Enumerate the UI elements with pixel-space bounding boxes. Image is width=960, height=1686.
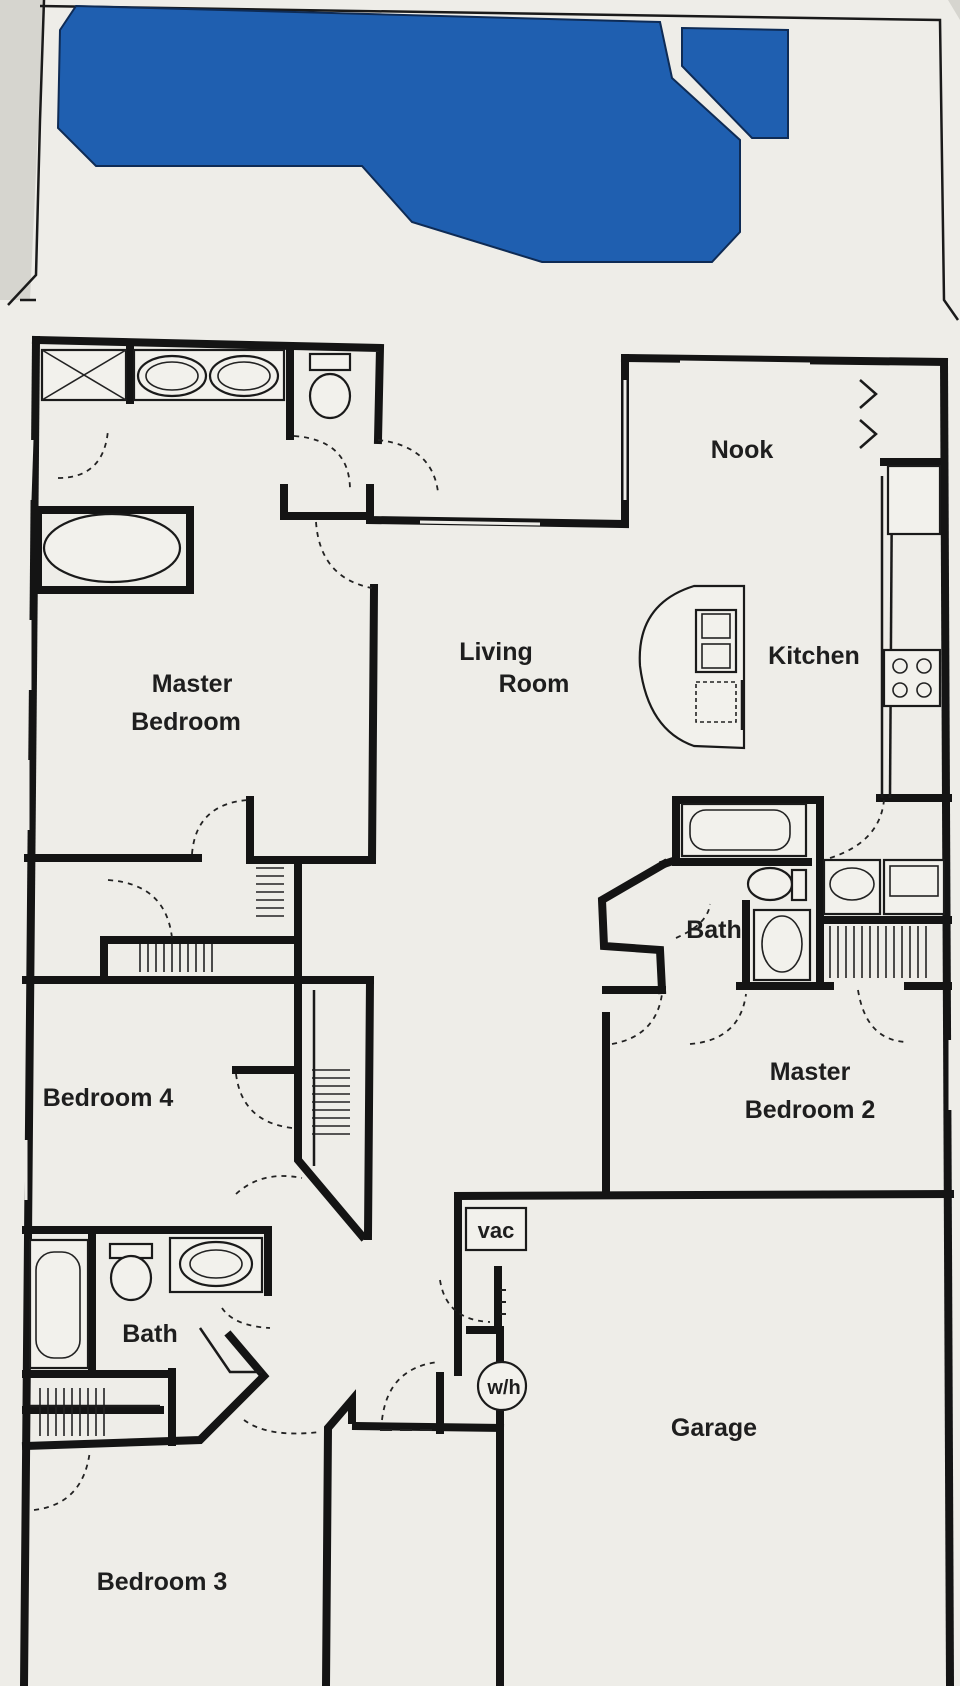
label-living-room-line1: Living: [459, 638, 533, 666]
label-garage: Garage: [671, 1414, 757, 1442]
spa: [681, 26, 789, 139]
label-bath-right: Bath: [686, 916, 742, 944]
kitchen-island: [638, 584, 746, 750]
water-heater-symbol: [476, 1360, 528, 1412]
windows: [24, 360, 952, 1200]
label-vac: vac: [478, 1218, 515, 1243]
bathtub-right: [680, 802, 808, 858]
label-living-room-line2: Room: [499, 670, 570, 698]
label-bath-left: Bath: [122, 1320, 178, 1348]
label-bedroom4: Bedroom 4: [43, 1084, 174, 1112]
vac-box: [464, 1206, 528, 1252]
bathtub-left: [28, 1238, 90, 1370]
washer-dryer: [822, 858, 946, 916]
label-master-bedroom-line2: Bedroom: [131, 708, 241, 736]
pool-main-basin: [56, 4, 741, 263]
label-master-bedroom-line1: Master: [152, 670, 233, 698]
fixtures: [28, 348, 946, 1436]
pool: [56, 4, 789, 263]
label-master-bedroom2-line1: Master: [770, 1058, 851, 1086]
door-swings: [33, 429, 907, 1511]
pool-deck: [7, 0, 960, 321]
sink-right: [752, 908, 812, 982]
slider-doors: [859, 379, 878, 449]
sink-left: [168, 1236, 264, 1294]
toilet-master: [308, 352, 352, 420]
closet-shelves: [30, 867, 927, 1436]
toilet-right: [746, 866, 808, 902]
room-labels: Nook Living Room Kitchen Master Bedroom …: [43, 436, 876, 1596]
label-master-bedroom2-line2: Bedroom 2: [745, 1096, 876, 1124]
walls: [19, 335, 955, 1686]
range-stove: [882, 648, 942, 708]
toilet-left: [108, 1242, 154, 1302]
label-bedroom3: Bedroom 3: [97, 1568, 228, 1596]
shower-stall: [40, 348, 128, 402]
label-water-heater: w/h: [486, 1377, 520, 1399]
label-kitchen: Kitchen: [768, 642, 860, 670]
bathtub-master: [42, 512, 182, 584]
label-nook: Nook: [711, 436, 774, 464]
refrigerator: [886, 464, 942, 536]
double-vanity: [132, 348, 286, 402]
